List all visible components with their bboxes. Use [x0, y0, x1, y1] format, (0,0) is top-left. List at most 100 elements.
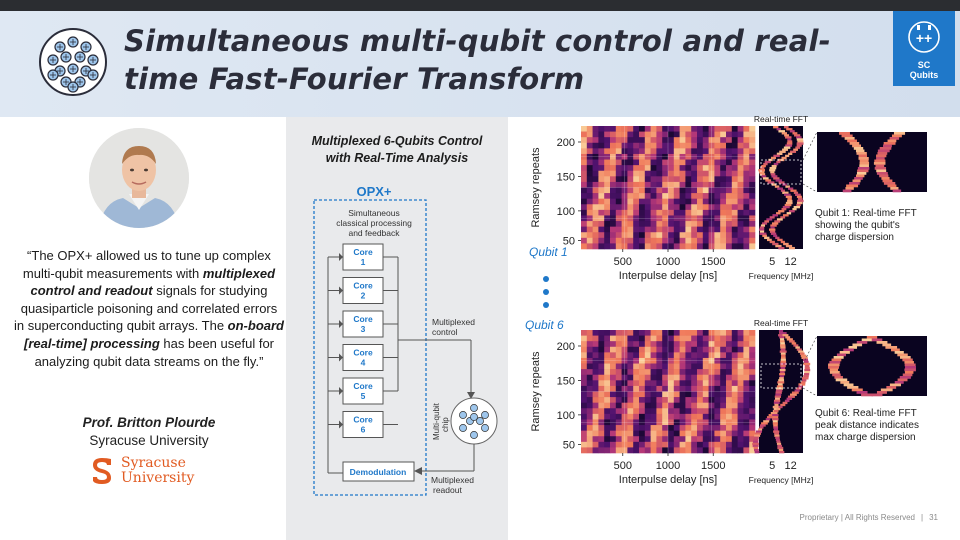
heatmap-cell: [644, 357, 651, 364]
heatmap-cell: [656, 126, 663, 132]
heatmap-cell: [592, 341, 599, 348]
heatmap-cell: [604, 131, 611, 138]
heatmap-cell: [644, 397, 651, 403]
heatmap-cell: [598, 425, 605, 431]
heatmap-cell: [615, 413, 622, 420]
heatmap-cell: [673, 198, 680, 205]
heatmap-cell: [581, 430, 588, 437]
heatmap-cell: [679, 430, 686, 437]
heatmap-cell: [668, 137, 675, 144]
heatmap-cell: [592, 419, 599, 426]
fft-peak: [769, 216, 775, 219]
heatmap-cell: [726, 357, 733, 364]
heatmap-cell: [673, 441, 680, 448]
heatmap-cell: [639, 153, 646, 160]
heatmap-cell: [656, 232, 663, 239]
heatmap-cell: [633, 380, 640, 387]
heatmap-cell: [691, 385, 698, 392]
fft-peak: [762, 234, 767, 237]
heatmap-cell: [731, 142, 738, 149]
fft-peak: [796, 136, 802, 139]
heatmap-cell: [644, 413, 651, 420]
heatmap-cell: [731, 215, 738, 222]
heatmap-cell: [749, 402, 756, 409]
heatmap-cell: [662, 215, 669, 222]
x-tick-label: 500: [614, 460, 632, 472]
heatmap-cell: [581, 126, 588, 132]
heatmap-cell: [731, 153, 738, 160]
heatmap-cell: [662, 419, 669, 426]
heatmap-cell: [720, 357, 727, 364]
heatmap-cell: [644, 153, 651, 160]
heatmap-cell: [685, 346, 692, 353]
fft-peak: [778, 246, 785, 250]
heatmap-cell: [749, 170, 756, 177]
heatmap-cell: [598, 198, 605, 205]
fft-peak: [783, 242, 789, 246]
fft-peak: [796, 387, 802, 390]
fft-peak: [770, 171, 775, 174]
zoom-peak: [902, 358, 913, 362]
heatmap-cell: [743, 408, 750, 415]
heatmap-cell: [708, 352, 715, 359]
heatmap-cell: [598, 352, 605, 359]
heatmap-cell: [743, 243, 750, 250]
heatmap-cell: [581, 441, 588, 448]
heatmap-cell: [639, 436, 646, 443]
heatmap-cell: [726, 402, 733, 409]
heatmap-cell: [586, 209, 593, 216]
heatmap-cell: [586, 357, 593, 364]
heatmap-cell: [685, 165, 692, 172]
heatmap-cell: [633, 419, 640, 426]
heatmap-cell: [610, 330, 617, 336]
heatmap-cell: [673, 408, 680, 415]
heatmap-cell: [714, 352, 721, 359]
heatmap-cell: [668, 170, 675, 177]
fft-peak: [773, 409, 779, 413]
fft-peak: [803, 362, 811, 366]
heatmap-cell: [586, 193, 593, 199]
heatmap-cell: [720, 408, 727, 415]
fft-peak: [761, 164, 766, 168]
fft-peak: [766, 238, 772, 242]
heatmap-cell: [731, 198, 738, 205]
heatmap-cell: [691, 226, 698, 233]
heatmap-cell: [581, 363, 588, 370]
heatmap-cell: [639, 181, 646, 188]
heatmap-cell: [598, 153, 605, 160]
fft-peak: [773, 126, 779, 129]
heatmap-cell: [615, 237, 622, 244]
heatmap-cell: [720, 181, 727, 188]
heatmap-cell: [621, 142, 628, 149]
heatmap-cell: [662, 341, 669, 348]
heatmap-cell: [598, 385, 605, 392]
heatmap-cell: [668, 402, 675, 409]
heatmap-cell: [592, 204, 599, 211]
heatmap-cell: [644, 232, 651, 239]
heatmap-cell: [662, 126, 669, 132]
heatmap-cell: [720, 397, 727, 403]
heatmap-cell: [726, 209, 733, 216]
heatmap-cell: [737, 369, 744, 376]
fft-peak: [794, 389, 800, 392]
heatmap-cell: [743, 419, 750, 426]
heatmap-cell: [697, 165, 704, 172]
heatmap-cell: [644, 402, 651, 409]
heatmap-cell: [697, 369, 704, 376]
heatmap-cell: [639, 215, 646, 222]
heatmap-cell: [650, 385, 657, 392]
fft-peak: [763, 420, 770, 423]
heatmap-cell: [720, 380, 727, 387]
heatmap-cell: [621, 137, 628, 144]
heatmap-cell: [650, 243, 657, 250]
heatmap-cell: [604, 153, 611, 160]
heatmap-cell: [743, 137, 750, 144]
fft-peak: [790, 189, 797, 192]
fft-peak: [780, 189, 785, 192]
heatmap-cell: [627, 352, 634, 359]
qubit1-label: Qubit 1: [529, 245, 568, 259]
fft-peak: [787, 197, 792, 201]
zoom-peak: [856, 172, 867, 175]
heatmap-cell: [610, 413, 617, 420]
heatmap-cell: [714, 363, 721, 370]
